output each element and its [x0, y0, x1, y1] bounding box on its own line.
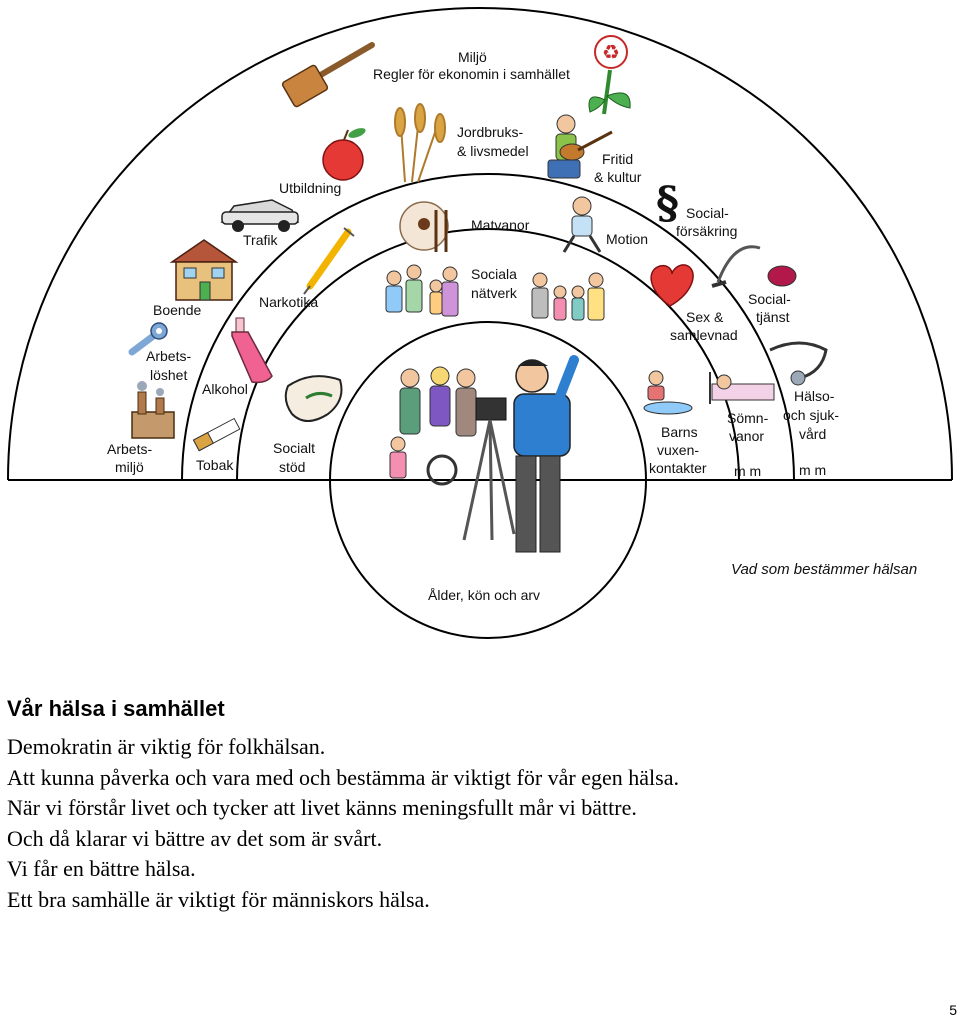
diagram-caption: Vad som bestämmer hälsan	[731, 561, 917, 578]
label-socialtjanst: Social-	[748, 291, 791, 307]
label-socialt-stod: Socialt	[273, 440, 315, 456]
label-halso-3: vård	[799, 426, 826, 442]
sleeping-person-icon	[709, 372, 775, 404]
svg-text:♻: ♻	[602, 40, 620, 64]
label-barns: Barns	[661, 424, 698, 440]
label-socialtjanst-2: tjänst	[756, 309, 790, 325]
bottle-icon	[231, 317, 273, 384]
label-sex: Sex &	[686, 309, 724, 325]
paragraph-icon: §	[656, 178, 679, 229]
label-mm-middle: m m	[734, 463, 761, 479]
label-halso: Hälso-	[794, 388, 835, 404]
label-regler: Regler för ekonomin i samhället	[373, 66, 570, 82]
label-fritid: Fritid	[602, 151, 633, 167]
label-arbetsloshet: Arbets-	[146, 348, 191, 364]
label-sociala-natverk: Sociala	[471, 266, 517, 282]
gavel-icon	[281, 42, 375, 108]
label-socialforsakring-2: försäkring	[676, 223, 737, 239]
outer-ring	[7, 7, 953, 481]
heart-icon	[650, 264, 694, 307]
label-barns-2: vuxen-	[657, 442, 699, 458]
label-arbetsmiljo: Arbets-	[107, 441, 152, 457]
photographer-icon	[462, 355, 579, 553]
body-line: Ett bra samhälle är viktigt för människo…	[7, 886, 430, 912]
label-boende: Boende	[153, 302, 201, 318]
label-sex-2: samlevnad	[670, 327, 738, 343]
body-line: Demokratin är viktig för folkhälsan.	[7, 734, 326, 759]
label-sociala-natverk-2: nätverk	[471, 285, 518, 301]
health-determinants-diagram: Miljö Regler för ekonomin i samhället Ut…	[7, 7, 953, 639]
group-people-icon	[385, 264, 459, 317]
body-line: När vi förstår livet och tycker att live…	[7, 795, 637, 821]
body-text: Demokratin är viktig för folkhälsan. Att…	[7, 732, 679, 916]
label-alder-kon-arv: Ålder, kön och arv	[428, 587, 540, 603]
guitarist-icon	[547, 114, 613, 179]
cigarette-icon	[192, 417, 241, 452]
label-barns-3: kontakter	[649, 460, 707, 476]
label-socialforsakring: Social-	[686, 205, 729, 221]
body-line: Och då klarar vi bättre av det som är sv…	[7, 825, 383, 851]
label-somn: Sömn-	[727, 410, 769, 426]
children-icon	[643, 370, 693, 415]
house-icon	[169, 239, 239, 301]
recycle-flower-icon: ♻	[588, 35, 631, 115]
label-narkotika: Narkotika	[259, 294, 318, 310]
apple-icon	[322, 128, 366, 181]
inner-ring	[236, 228, 740, 481]
body-line: Att kunna påverka och vara med och bestä…	[7, 764, 679, 790]
label-jordbruk-2: & livsmedel	[457, 143, 529, 159]
body-line: Vi får en bättre hälsa.	[7, 856, 196, 882]
section-title: Vår hälsa i samhället	[7, 696, 225, 721]
label-somn-2: vanor	[729, 428, 764, 444]
family-group-icon	[531, 272, 605, 321]
hands-icon	[284, 375, 343, 422]
page-number: 5	[949, 1002, 957, 1018]
label-miljo: Miljö	[458, 49, 487, 65]
label-halso-2: och sjuk-	[783, 407, 839, 423]
label-arbetsmiljo-2: miljö	[115, 459, 144, 475]
factory-icon	[131, 381, 175, 439]
syringe-icon	[303, 227, 355, 295]
vacuum-cleaner-icon	[711, 245, 797, 288]
label-socialt-stod-2: stöd	[279, 459, 305, 475]
label-matvanor: Matvanor	[471, 217, 530, 233]
middle-ring	[181, 173, 795, 481]
label-alkohol: Alkohol	[202, 381, 248, 397]
plate-cutlery-icon	[399, 201, 449, 252]
label-arbetsloshet-2: löshet	[150, 367, 187, 383]
label-mm-outer: m m	[799, 462, 826, 478]
label-fritid-2: & kultur	[594, 169, 642, 185]
wrench-icon	[128, 322, 168, 356]
label-motion: Motion	[606, 231, 648, 247]
stethoscope-icon	[769, 341, 828, 386]
label-trafik: Trafik	[243, 232, 278, 248]
exercise-person-icon	[562, 196, 602, 253]
car-icon	[220, 199, 300, 232]
label-jordbruk: Jordbruks-	[457, 124, 523, 140]
label-utbildning: Utbildning	[279, 180, 341, 196]
label-tobak: Tobak	[196, 457, 234, 473]
wheat-icon	[394, 103, 446, 183]
